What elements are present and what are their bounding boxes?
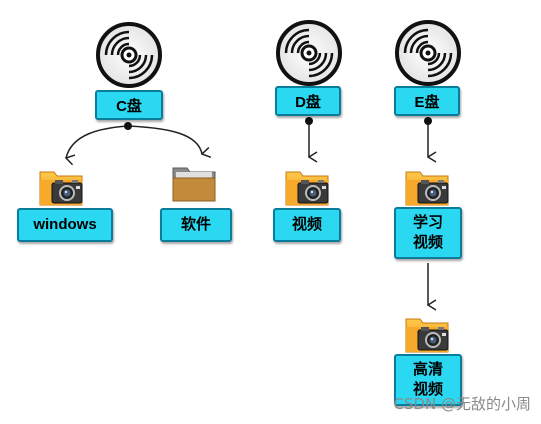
connector-c-windows xyxy=(66,125,129,158)
camera-folder-icon xyxy=(39,171,83,206)
folder-label-hd-video[interactable]: 高清 视频 xyxy=(394,354,462,406)
camera-folder-icon xyxy=(405,318,449,353)
folder-label-windows[interactable]: windows xyxy=(17,208,113,242)
connector-dot-e xyxy=(424,117,432,125)
camera-folder-icon xyxy=(405,171,449,206)
disc-icon xyxy=(276,20,342,86)
connector-dot-d xyxy=(305,117,313,125)
connector-c-software xyxy=(127,125,202,154)
folder-label-study-video[interactable]: 学习 视频 xyxy=(394,207,462,259)
folder-label-d-video[interactable]: 视频 xyxy=(273,208,341,242)
disc-icon xyxy=(395,20,461,86)
drive-c-label[interactable]: C盘 xyxy=(95,90,163,120)
drive-d-label[interactable]: D盘 xyxy=(275,86,341,116)
plain-folder-icon xyxy=(172,167,216,202)
drive-e-label[interactable]: E盘 xyxy=(394,86,460,116)
connector-dot-c xyxy=(124,122,132,130)
disc-icon xyxy=(96,22,162,88)
camera-folder-icon xyxy=(285,171,329,206)
folder-label-software[interactable]: 软件 xyxy=(160,208,232,242)
watermark: CSDN @无敌的小周 xyxy=(393,395,531,413)
